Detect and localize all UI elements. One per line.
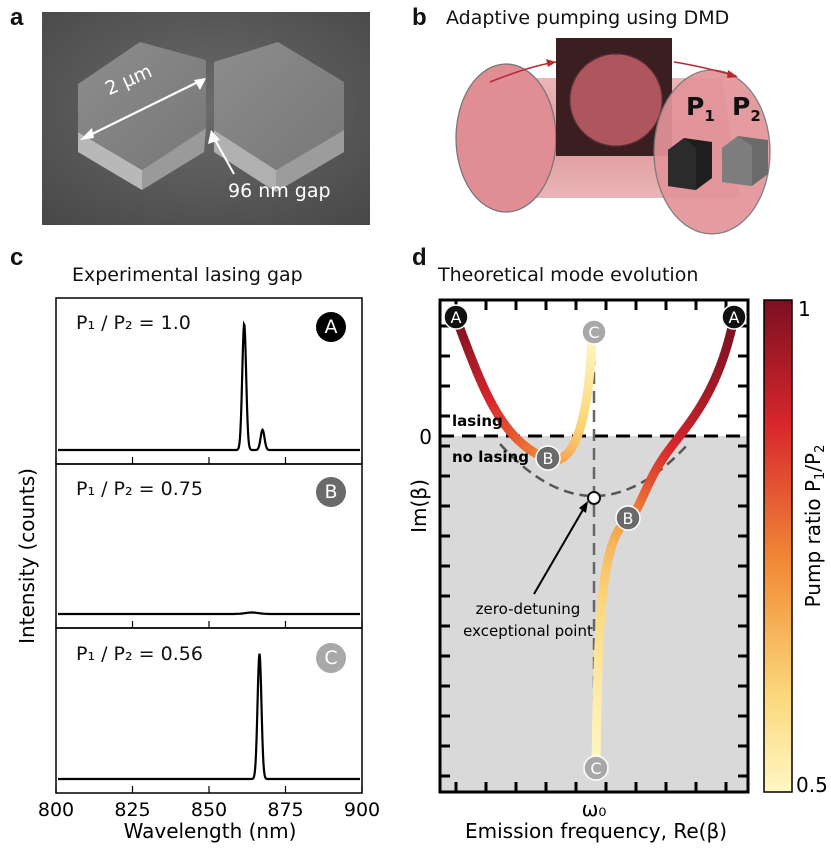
- x-tick-label: 800: [38, 799, 74, 821]
- x-tick-label: 825: [114, 799, 150, 821]
- x-tick-label: 850: [191, 799, 227, 821]
- panel-b-label: b: [412, 4, 427, 32]
- x-tick-label: 875: [267, 799, 303, 821]
- mode-badge-a-left-text: A: [451, 308, 462, 327]
- badge-a: A: [316, 312, 346, 342]
- gap-label: 96 nm gap: [228, 180, 331, 202]
- colorbar-min: 0.5: [796, 773, 828, 797]
- panel-b-title: Adaptive pumping using DMD: [446, 7, 729, 29]
- p2-label: P2: [732, 92, 761, 125]
- badge-c: C: [316, 643, 346, 673]
- mode-badge-b-left-text: B: [543, 449, 554, 468]
- spectra-chart: Intensity (counts) Wavelength (nm) 800 82…: [4, 286, 384, 846]
- mode-evolution-chart: A A B B C C lasing no lasing zero-detuning ex…: [400, 286, 831, 846]
- y-axis-label: Intensity (counts): [15, 468, 39, 644]
- ep-label-line1: zero-detuning: [476, 600, 581, 618]
- colorbar-max: 1: [798, 297, 811, 321]
- colorbar: [764, 300, 792, 792]
- mode-badge-a-right-text: A: [729, 308, 740, 327]
- x-axis-label-d: Emission frequency, Re(β): [465, 819, 727, 843]
- panel-c-title: Experimental lasing gap: [72, 264, 303, 286]
- colorbar-label: Pump ratio P1/P2: [801, 445, 828, 608]
- mode-badge-c-bottom-text: C: [590, 759, 601, 778]
- lasing-label: lasing: [452, 412, 503, 430]
- x-tick-label: 900: [344, 799, 380, 821]
- panel-c-label: c: [10, 244, 23, 272]
- x-axis-label: Wavelength (nm): [124, 819, 297, 843]
- spectrum-line-1: [58, 613, 360, 615]
- mode-badge-b-right-text: B: [623, 509, 634, 528]
- x-tick-omega: ω₀: [582, 797, 607, 821]
- spectrum-line-2: [58, 654, 360, 779]
- y-axis-label-d: Im(β): [407, 479, 431, 533]
- p1-label: P1: [686, 92, 715, 125]
- panel-d-title: Theoretical mode evolution: [438, 264, 698, 286]
- dmd-schematic: [450, 38, 780, 240]
- y-tick-zero: 0: [419, 425, 432, 449]
- ratio-label-c: P₁ / P₂ = 0.56: [76, 643, 203, 665]
- mode-badge-c-top-text: C: [588, 323, 599, 342]
- panel-a-label: a: [10, 4, 23, 32]
- panel-d-label: d: [412, 244, 427, 272]
- ep-label-line2: exceptional point: [463, 622, 593, 640]
- badge-b: B: [316, 477, 346, 507]
- ratio-label-a: P₁ / P₂ = 1.0: [76, 312, 191, 334]
- spectrum-line-0: [58, 324, 360, 450]
- ratio-label-b: P₁ / P₂ = 0.75: [76, 478, 203, 500]
- no-lasing-label: no lasing: [452, 448, 529, 466]
